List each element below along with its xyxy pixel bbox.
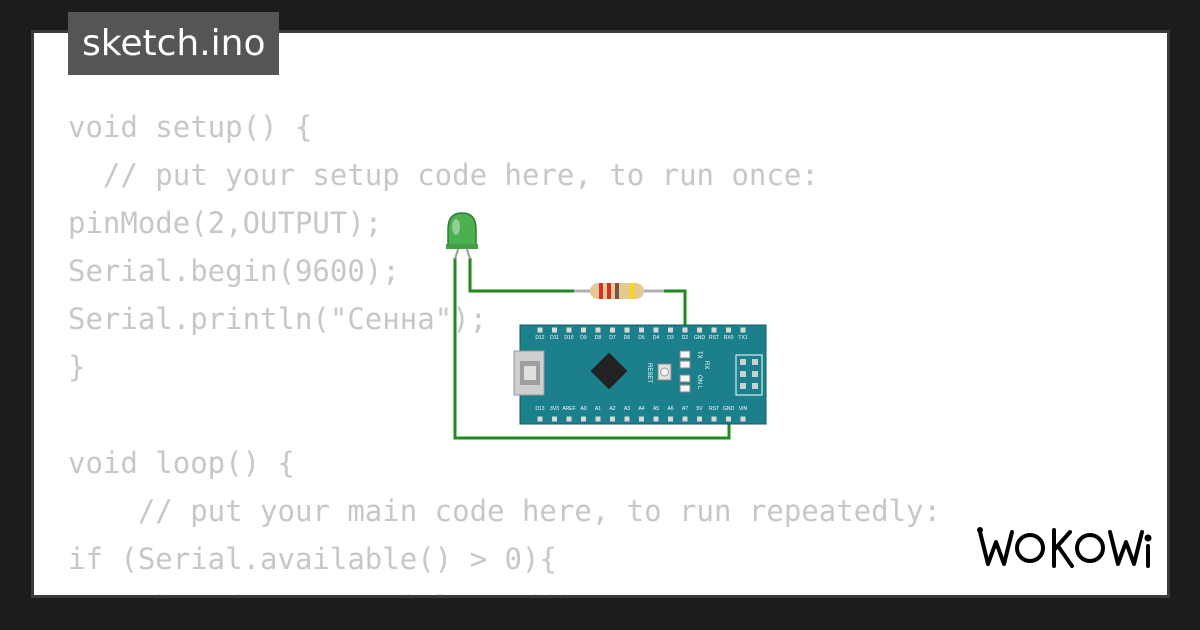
bottom-pin-label: AREF: [562, 406, 575, 412]
code-preview: void setup() { // put your setup code he…: [68, 103, 941, 595]
bottom-pin-a2: [610, 416, 615, 422]
code-line: Serial.begin(9600);: [68, 254, 400, 288]
bottom-pin-a4: [639, 416, 644, 422]
top-pin-label: D6: [624, 335, 631, 341]
bottom-pin-vin: [740, 416, 746, 422]
bottom-pin-a3: [624, 416, 630, 422]
top-pin-d5: [639, 327, 644, 333]
wire-led-to-gnd: [453, 258, 731, 440]
bottom-pin-label: A2: [609, 406, 615, 412]
top-pin-d11: [552, 327, 557, 333]
top-pin-label: D7: [609, 335, 616, 341]
bottom-pin-aref: [566, 416, 572, 422]
wire-resistor-to-d2: [659, 289, 687, 326]
bottom-pin-a7: [682, 416, 688, 422]
on-label: ON: [696, 375, 702, 384]
code-line: }: [68, 350, 86, 384]
top-pin-d12: [537, 327, 543, 333]
wokwi-logo: [977, 527, 1152, 568]
top-pin-d6: [624, 327, 630, 333]
sketch-file-title: sketch.ino: [68, 12, 280, 75]
rx-label: RX: [703, 361, 709, 369]
tx-label: TX: [696, 351, 702, 359]
bottom-pin-label: GND: [723, 406, 735, 412]
top-pin-label: D5: [638, 335, 645, 341]
wire-led-to-resistor: [468, 258, 579, 293]
top-pin-d3: [668, 327, 673, 333]
led-green: [446, 212, 478, 260]
top-pin-d10: [566, 327, 572, 333]
code-line: char data = Serial.read();: [68, 583, 808, 595]
top-pin-label: RX0: [724, 335, 734, 341]
top-pin-rx0: [726, 327, 731, 333]
code-line: Serial.println("Сенна");: [68, 302, 488, 336]
top-pin-label: D8: [595, 335, 602, 341]
bottom-pin-rst: [711, 416, 717, 422]
top-pin-label: D12: [535, 335, 544, 341]
top-pin-label: GND: [694, 335, 706, 341]
code-line: void setup() {: [68, 110, 313, 144]
top-pin-rst: [711, 327, 717, 333]
top-pin-label: D2: [682, 335, 689, 341]
top-pin-d9: [581, 327, 586, 333]
top-pin-label: RST: [709, 335, 719, 341]
bottom-pin-gnd: [726, 416, 731, 422]
top-pin-d2: [682, 327, 688, 333]
project-card: void setup() { // put your setup code he…: [34, 33, 1167, 595]
top-pin-tx1: [740, 327, 746, 333]
bottom-pin-label: A5: [653, 406, 659, 412]
bottom-pin-d13: [537, 416, 543, 422]
arduino-nano: RESET TX RX ON L D12 D11 D10 D9 D8 D7 D6 D5 D4 D3…: [513, 324, 767, 425]
top-pin-d8: [595, 327, 601, 333]
bottom-pin-3v3: [552, 416, 557, 422]
top-pin-label: D4: [653, 335, 660, 341]
bottom-pin-5v: [697, 416, 702, 422]
bottom-pin-a1: [595, 416, 601, 422]
bottom-pin-label: A3: [624, 406, 630, 412]
bottom-pin-label: VIN: [739, 406, 748, 412]
bottom-pin-label: D13: [535, 406, 544, 412]
circuit-diagram: RESET TX RX ON L D12 D11 D10 D9 D8 D7 D6 D5 D4 D3…: [446, 212, 767, 440]
top-pin-label: TX1: [738, 335, 747, 341]
top-pin-label: D10: [564, 335, 573, 341]
bottom-pin-a6: [668, 416, 673, 422]
resistor: [574, 283, 664, 299]
bottom-pin-a0: [581, 416, 586, 422]
bottom-pin-label: A0: [580, 406, 586, 412]
code-line: pinMode(2,OUTPUT);: [68, 206, 383, 240]
top-pin-label: D11: [550, 335, 559, 341]
bottom-pin-label: A6: [667, 406, 673, 412]
top-pin-label: D9: [580, 335, 587, 341]
bottom-pin-a5: [653, 416, 659, 422]
bottom-pin-label: A1: [595, 406, 601, 412]
top-pin-gnd: [697, 327, 702, 333]
code-line: if (Serial.available() > 0){: [68, 542, 557, 576]
bottom-pin-label: A7: [682, 406, 688, 412]
code-line: // put your setup code here, to run once…: [68, 158, 819, 192]
bottom-pin-label: 3V3: [550, 406, 559, 412]
l-label: L: [696, 386, 702, 390]
top-pin-label: D3: [667, 335, 674, 341]
code-line: // put your main code here, to run repea…: [68, 494, 941, 528]
bottom-pin-label: RST: [709, 406, 719, 412]
top-pin-d4: [653, 327, 659, 333]
code-line: void loop() {: [68, 446, 295, 480]
top-pin-d7: [610, 327, 615, 333]
bottom-pin-label: 5V: [696, 406, 703, 412]
reset-label: RESET: [646, 363, 652, 383]
bottom-pin-label: A4: [638, 406, 644, 412]
